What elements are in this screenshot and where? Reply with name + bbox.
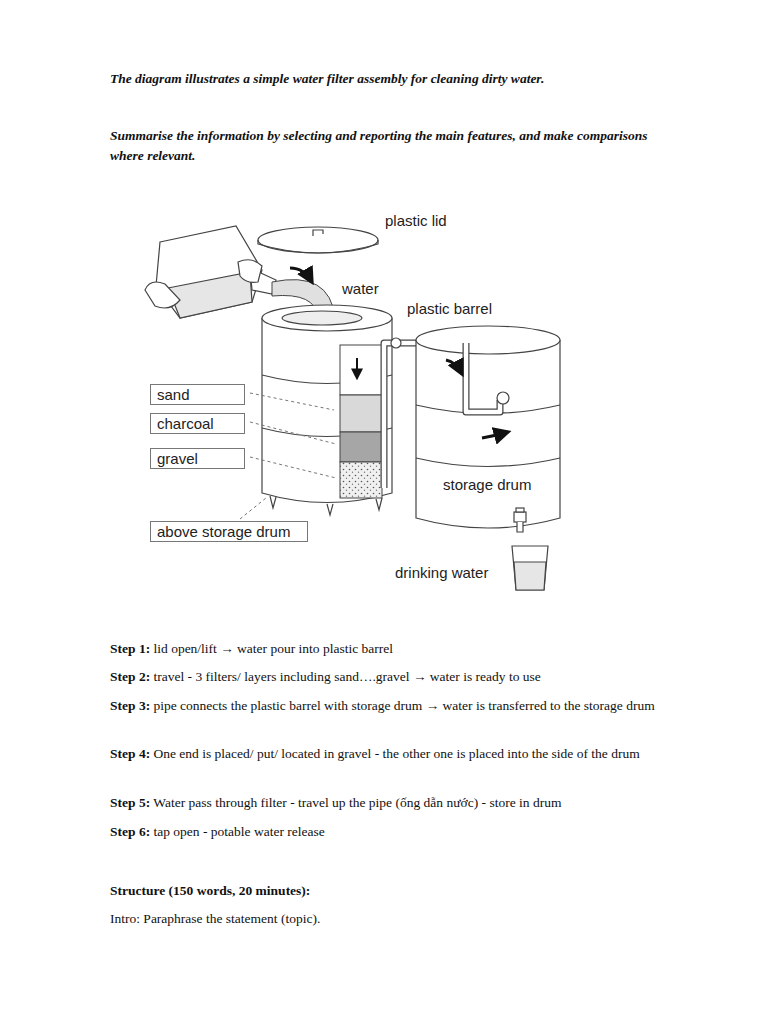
flow-arrow	[446, 360, 462, 374]
step-line: Step 6: tap open - potable water release	[110, 822, 682, 842]
layer-label: above storage drum	[157, 523, 290, 540]
part-label: plastic lid	[385, 212, 447, 230]
plastic-lid	[258, 227, 378, 253]
flow-arrow	[482, 432, 508, 438]
leader-lines	[240, 393, 336, 519]
part-label: plastic barrel	[407, 300, 492, 318]
connecting-pipe-inner	[466, 343, 509, 412]
part-label: drinking water	[395, 564, 488, 582]
step-text: pipe connects the plastic barrel with st…	[154, 698, 655, 713]
step-text: lid open/lift → water pour into plastic …	[154, 641, 394, 656]
step-number: Step 2:	[110, 669, 150, 684]
layer-label: sand	[157, 386, 190, 403]
step-line: Step 5: Water pass through filter - trav…	[110, 793, 682, 813]
step-text: tap open - potable water release	[154, 824, 325, 839]
drinking-cup	[512, 546, 548, 590]
layer-label: charcoal	[157, 415, 214, 432]
task-heading: The diagram illustrates a simple water f…	[110, 69, 710, 89]
step-text: travel - 3 filters/ layers including san…	[154, 669, 541, 684]
layer-label-box: gravel	[150, 448, 245, 469]
structure-note: Intro: Paraphrase the statement (topic).	[110, 909, 670, 929]
step-number: Step 1:	[110, 641, 150, 656]
step-text: One end is placed/ put/ located in grave…	[154, 746, 640, 761]
step-number: Step 6:	[110, 824, 150, 839]
storage-drum	[416, 326, 560, 528]
jug-and-hands	[145, 226, 276, 318]
layer-label-box: charcoal	[150, 413, 245, 434]
layer-label-box: sand	[150, 384, 245, 405]
step-line: Step 4: One end is placed/ put/ located …	[110, 744, 682, 764]
part-label: water	[342, 280, 379, 298]
layer-label: gravel	[157, 450, 198, 467]
structure-heading: Structure (150 words, 20 minutes):	[110, 881, 670, 901]
tap	[514, 508, 526, 532]
pour-arrow	[290, 268, 312, 282]
step-line: Step 3: pipe connects the plastic barrel…	[110, 696, 682, 716]
step-line: Step 2: travel - 3 filters/ layers inclu…	[110, 667, 682, 687]
step-number: Step 3:	[110, 698, 150, 713]
step-line: Step 1: lid open/lift → water pour into …	[110, 639, 682, 659]
plastic-barrel	[262, 305, 392, 515]
filter-cutaway	[340, 345, 382, 498]
task-instruction: Summarise the information by selecting a…	[110, 126, 658, 166]
step-text: Water pass through filter - travel up th…	[153, 795, 561, 810]
part-label: storage drum	[443, 476, 531, 494]
step-number: Step 4:	[110, 746, 150, 761]
layer-label-box: above storage drum	[150, 521, 308, 542]
step-number: Step 5:	[110, 795, 150, 810]
